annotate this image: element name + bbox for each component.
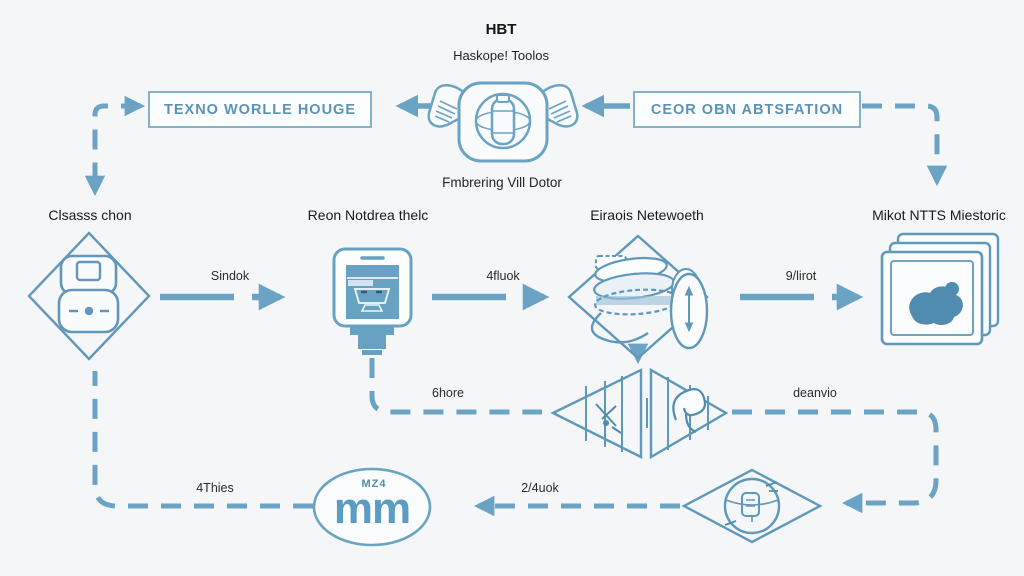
edge-leftbox-classifier — [84, 95, 146, 197]
diagram-subtitle: Haskope! Toolos — [453, 48, 549, 63]
machine-caption: Fmbrering Vill Dotor — [442, 175, 562, 190]
edge-label-fluok: 4fluok — [486, 269, 520, 283]
mm-node-small-label: MZ4 — [361, 478, 387, 490]
edge-label-fhies: 4Thies — [196, 481, 234, 495]
coil-stack-diamond-icon — [567, 234, 709, 360]
camera-monitor-icon — [332, 247, 413, 355]
edge-deanvio — [732, 409, 939, 514]
diagram-title: HBT — [485, 21, 517, 38]
monitor-node-label: Reon Notdrea thelc — [307, 207, 429, 223]
edge-rightbox-down — [862, 103, 948, 187]
edge-ghore — [369, 358, 542, 415]
edge-mm-up-to-classifier — [92, 371, 313, 509]
edge-label-lirot: 9/lirot — [785, 269, 817, 283]
robot-chat-diamond-icon — [27, 231, 151, 361]
classifier-node-label: Clsasss chon — [48, 207, 132, 223]
edge-label-deanvio: deanvio — [793, 386, 837, 400]
process-box-right: CEOR OBN ABTSFATION — [633, 91, 861, 128]
edge-label-sindok: Sindok — [210, 269, 250, 283]
mm-node-big-label: mm — [333, 484, 411, 533]
process-box-right-label: CEOR OBN ABTSFATION — [650, 101, 844, 118]
process-box-left: TEXNO WORLLE HOUGE — [148, 91, 372, 128]
robot-badge-diamond-icon — [681, 468, 823, 544]
bowtie-prism-icon — [550, 367, 729, 460]
process-box-left-label: TEXNO WORLLE HOUGE — [164, 101, 356, 118]
edge-label-luok: 2/4uok — [521, 481, 559, 495]
edge-label-ghore: 6hore — [432, 386, 464, 400]
history-node-label: Mikot NTTS Miestoric — [872, 207, 1006, 223]
network-node-label: Eiraois Netewoeth — [590, 207, 704, 223]
mm-node-ellipse — [312, 467, 432, 547]
robot-gripper-icon — [427, 81, 579, 163]
photo-stack-icon — [880, 232, 1000, 346]
